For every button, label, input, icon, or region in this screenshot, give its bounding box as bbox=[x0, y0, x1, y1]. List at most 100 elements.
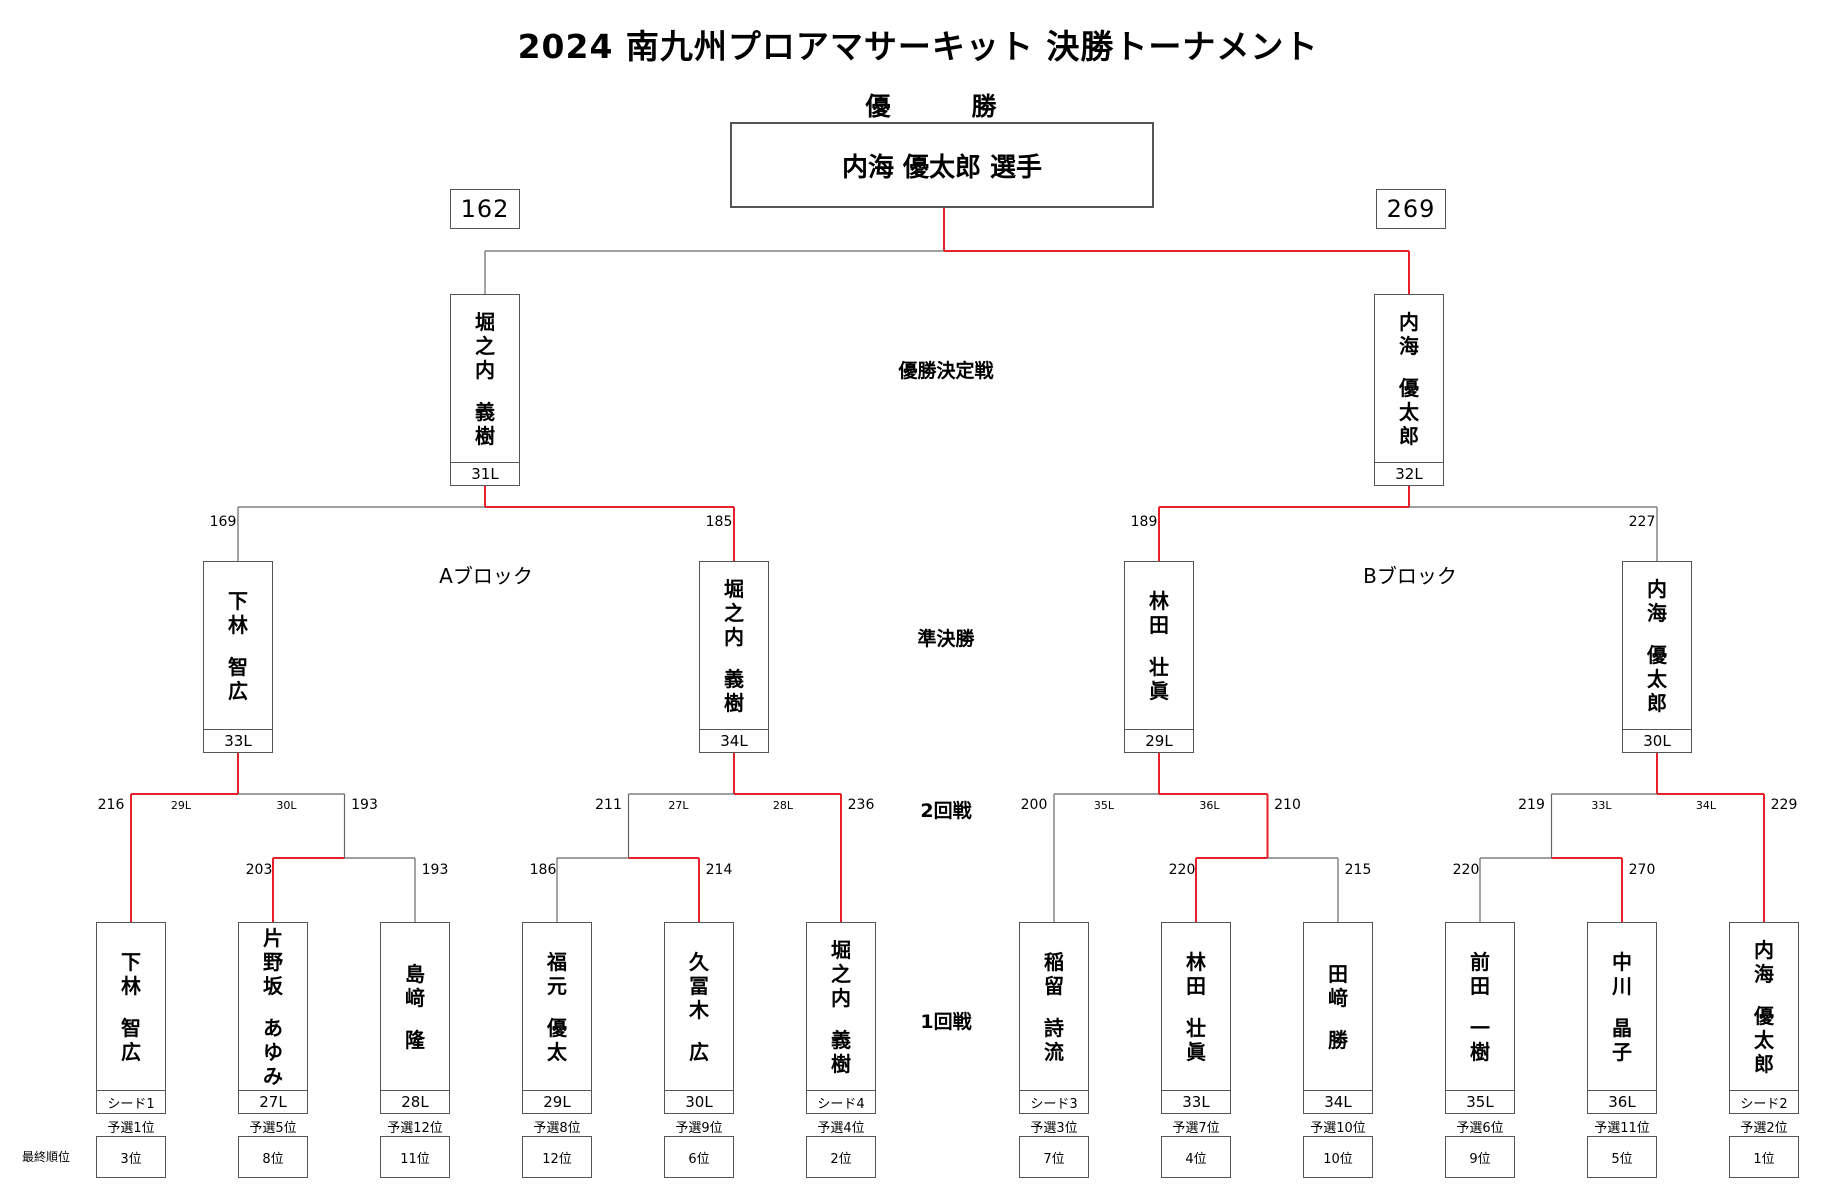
lane-label: 34L bbox=[700, 729, 768, 752]
lane-label: 31L bbox=[451, 462, 519, 485]
r2-score: 219 bbox=[1518, 797, 1545, 813]
player-name-char: 林 bbox=[1186, 950, 1206, 974]
player-name: 林田壮眞 bbox=[1162, 923, 1230, 1091]
round-label-final: 優勝決定戦 bbox=[898, 360, 994, 382]
qualifier-rank: 予選5位 bbox=[249, 1121, 297, 1136]
player-name-char: 留 bbox=[1044, 974, 1064, 998]
player-name-char: 堀 bbox=[724, 577, 744, 601]
player-name-char: 﨑 bbox=[405, 986, 425, 1010]
player-name-char: 﨑 bbox=[1328, 986, 1348, 1010]
player-name-char: 堀 bbox=[831, 938, 851, 962]
final-rank-box: 8位 bbox=[238, 1136, 308, 1178]
player-name-char: 優 bbox=[547, 1016, 567, 1040]
player-name-char: 内 bbox=[1399, 310, 1419, 334]
player-name-char: 田 bbox=[1186, 974, 1206, 998]
final-rank-box: 3位 bbox=[96, 1136, 166, 1178]
player-name-char: 海 bbox=[1647, 601, 1667, 625]
final-rank-box: 9位 bbox=[1445, 1136, 1515, 1178]
qualifier-rank: 予選9位 bbox=[675, 1121, 723, 1136]
round-label-semi: 準決勝 bbox=[917, 628, 975, 650]
player-name-char: 太 bbox=[1399, 400, 1419, 424]
player-name-char: ゆ bbox=[263, 1040, 283, 1064]
final-rank-box: 5位 bbox=[1587, 1136, 1657, 1178]
qualifier-rank: 予選4位 bbox=[817, 1121, 865, 1136]
player-name-char: 坂 bbox=[263, 974, 283, 998]
player-name: 下林智広 bbox=[97, 923, 165, 1091]
player-name-char: 之 bbox=[475, 334, 495, 358]
r1-score: 203 bbox=[245, 862, 273, 878]
player-name-char: 林 bbox=[1149, 589, 1169, 613]
final-rank-box: 7位 bbox=[1019, 1136, 1089, 1178]
player-name: 片野坂あゆみ bbox=[239, 923, 307, 1091]
r2-lane: 28L bbox=[772, 799, 794, 812]
lane-label: 29L bbox=[1125, 729, 1193, 752]
r2-lane: 36L bbox=[1199, 799, 1220, 812]
r1-score: 220 bbox=[1452, 862, 1480, 878]
player-name-char: 眞 bbox=[1186, 1040, 1206, 1064]
player-box: 内海優太郎シード2 bbox=[1729, 922, 1799, 1114]
qualifier-rank: 予選11位 bbox=[1594, 1121, 1650, 1136]
player-name-char: 内 bbox=[1647, 577, 1667, 601]
r2-lane: 27L bbox=[668, 799, 689, 812]
final-score-left: 162 bbox=[450, 189, 520, 229]
player-name-char: 樹 bbox=[475, 424, 495, 448]
lane-label: シード3 bbox=[1020, 1090, 1088, 1113]
player-name: 内海優太郎 bbox=[1375, 295, 1443, 463]
r2-score: 236 bbox=[847, 797, 875, 813]
player-name-char: 郎 bbox=[1647, 691, 1667, 715]
player-name: 稲留詩流 bbox=[1020, 923, 1088, 1091]
player-name: 林田壮眞 bbox=[1125, 562, 1193, 730]
player-name-char: 島 bbox=[405, 962, 425, 986]
player-name-char: 内 bbox=[1754, 938, 1774, 962]
player-name-char: 智 bbox=[121, 1016, 141, 1040]
player-name-char: 田 bbox=[1328, 962, 1348, 986]
lane-label: 30L bbox=[665, 1090, 733, 1113]
player-box: 下林智広シード1 bbox=[96, 922, 166, 1114]
player-name-char: あ bbox=[263, 1016, 283, 1040]
page-title: 2024 南九州プロアマサーキット 決勝トーナメント bbox=[517, 27, 1319, 66]
champion-label: 優 勝 bbox=[865, 92, 1025, 121]
player-name-char: 太 bbox=[547, 1040, 567, 1064]
player-name-char: 内 bbox=[475, 358, 495, 382]
player-name-char: 木 bbox=[689, 998, 709, 1022]
qualifier-rank: 予選8位 bbox=[533, 1121, 581, 1136]
lane-label: シード4 bbox=[807, 1090, 875, 1113]
player-name-char: 田 bbox=[1149, 613, 1169, 637]
player-name-char: 優 bbox=[1754, 1004, 1774, 1028]
lane-label: 28L bbox=[381, 1090, 449, 1113]
player-name-char: 郎 bbox=[1754, 1052, 1774, 1076]
player-name-char: 壮 bbox=[1186, 1016, 1206, 1040]
final-score-right: 269 bbox=[1376, 189, 1446, 229]
semifinal-score: 227 bbox=[1628, 514, 1656, 530]
player-name-char: 之 bbox=[724, 601, 744, 625]
lane-label: 34L bbox=[1304, 1090, 1372, 1113]
r2-lane: 30L bbox=[276, 799, 297, 812]
player-name: 前田一樹 bbox=[1446, 923, 1514, 1091]
r2-score: 211 bbox=[595, 797, 622, 813]
lane-label: 29L bbox=[523, 1090, 591, 1113]
r2-score: 193 bbox=[351, 797, 378, 813]
semifinal-score: 185 bbox=[705, 514, 733, 530]
player-name: 福元優太 bbox=[523, 923, 591, 1091]
player-name-char: 久 bbox=[689, 950, 709, 974]
player-name: 堀之内義樹 bbox=[451, 295, 519, 463]
player-name-char: 樹 bbox=[831, 1052, 851, 1076]
lane-label: 30L bbox=[1623, 729, 1691, 752]
player-name-char: 広 bbox=[121, 1040, 141, 1064]
player-name-char: 堀 bbox=[475, 310, 495, 334]
player-name-char: 樹 bbox=[1470, 1040, 1490, 1064]
player-name-char: 太 bbox=[1647, 667, 1667, 691]
final-rank-label: 最終順位 bbox=[22, 1150, 71, 1164]
player-name-char: 内 bbox=[724, 625, 744, 649]
